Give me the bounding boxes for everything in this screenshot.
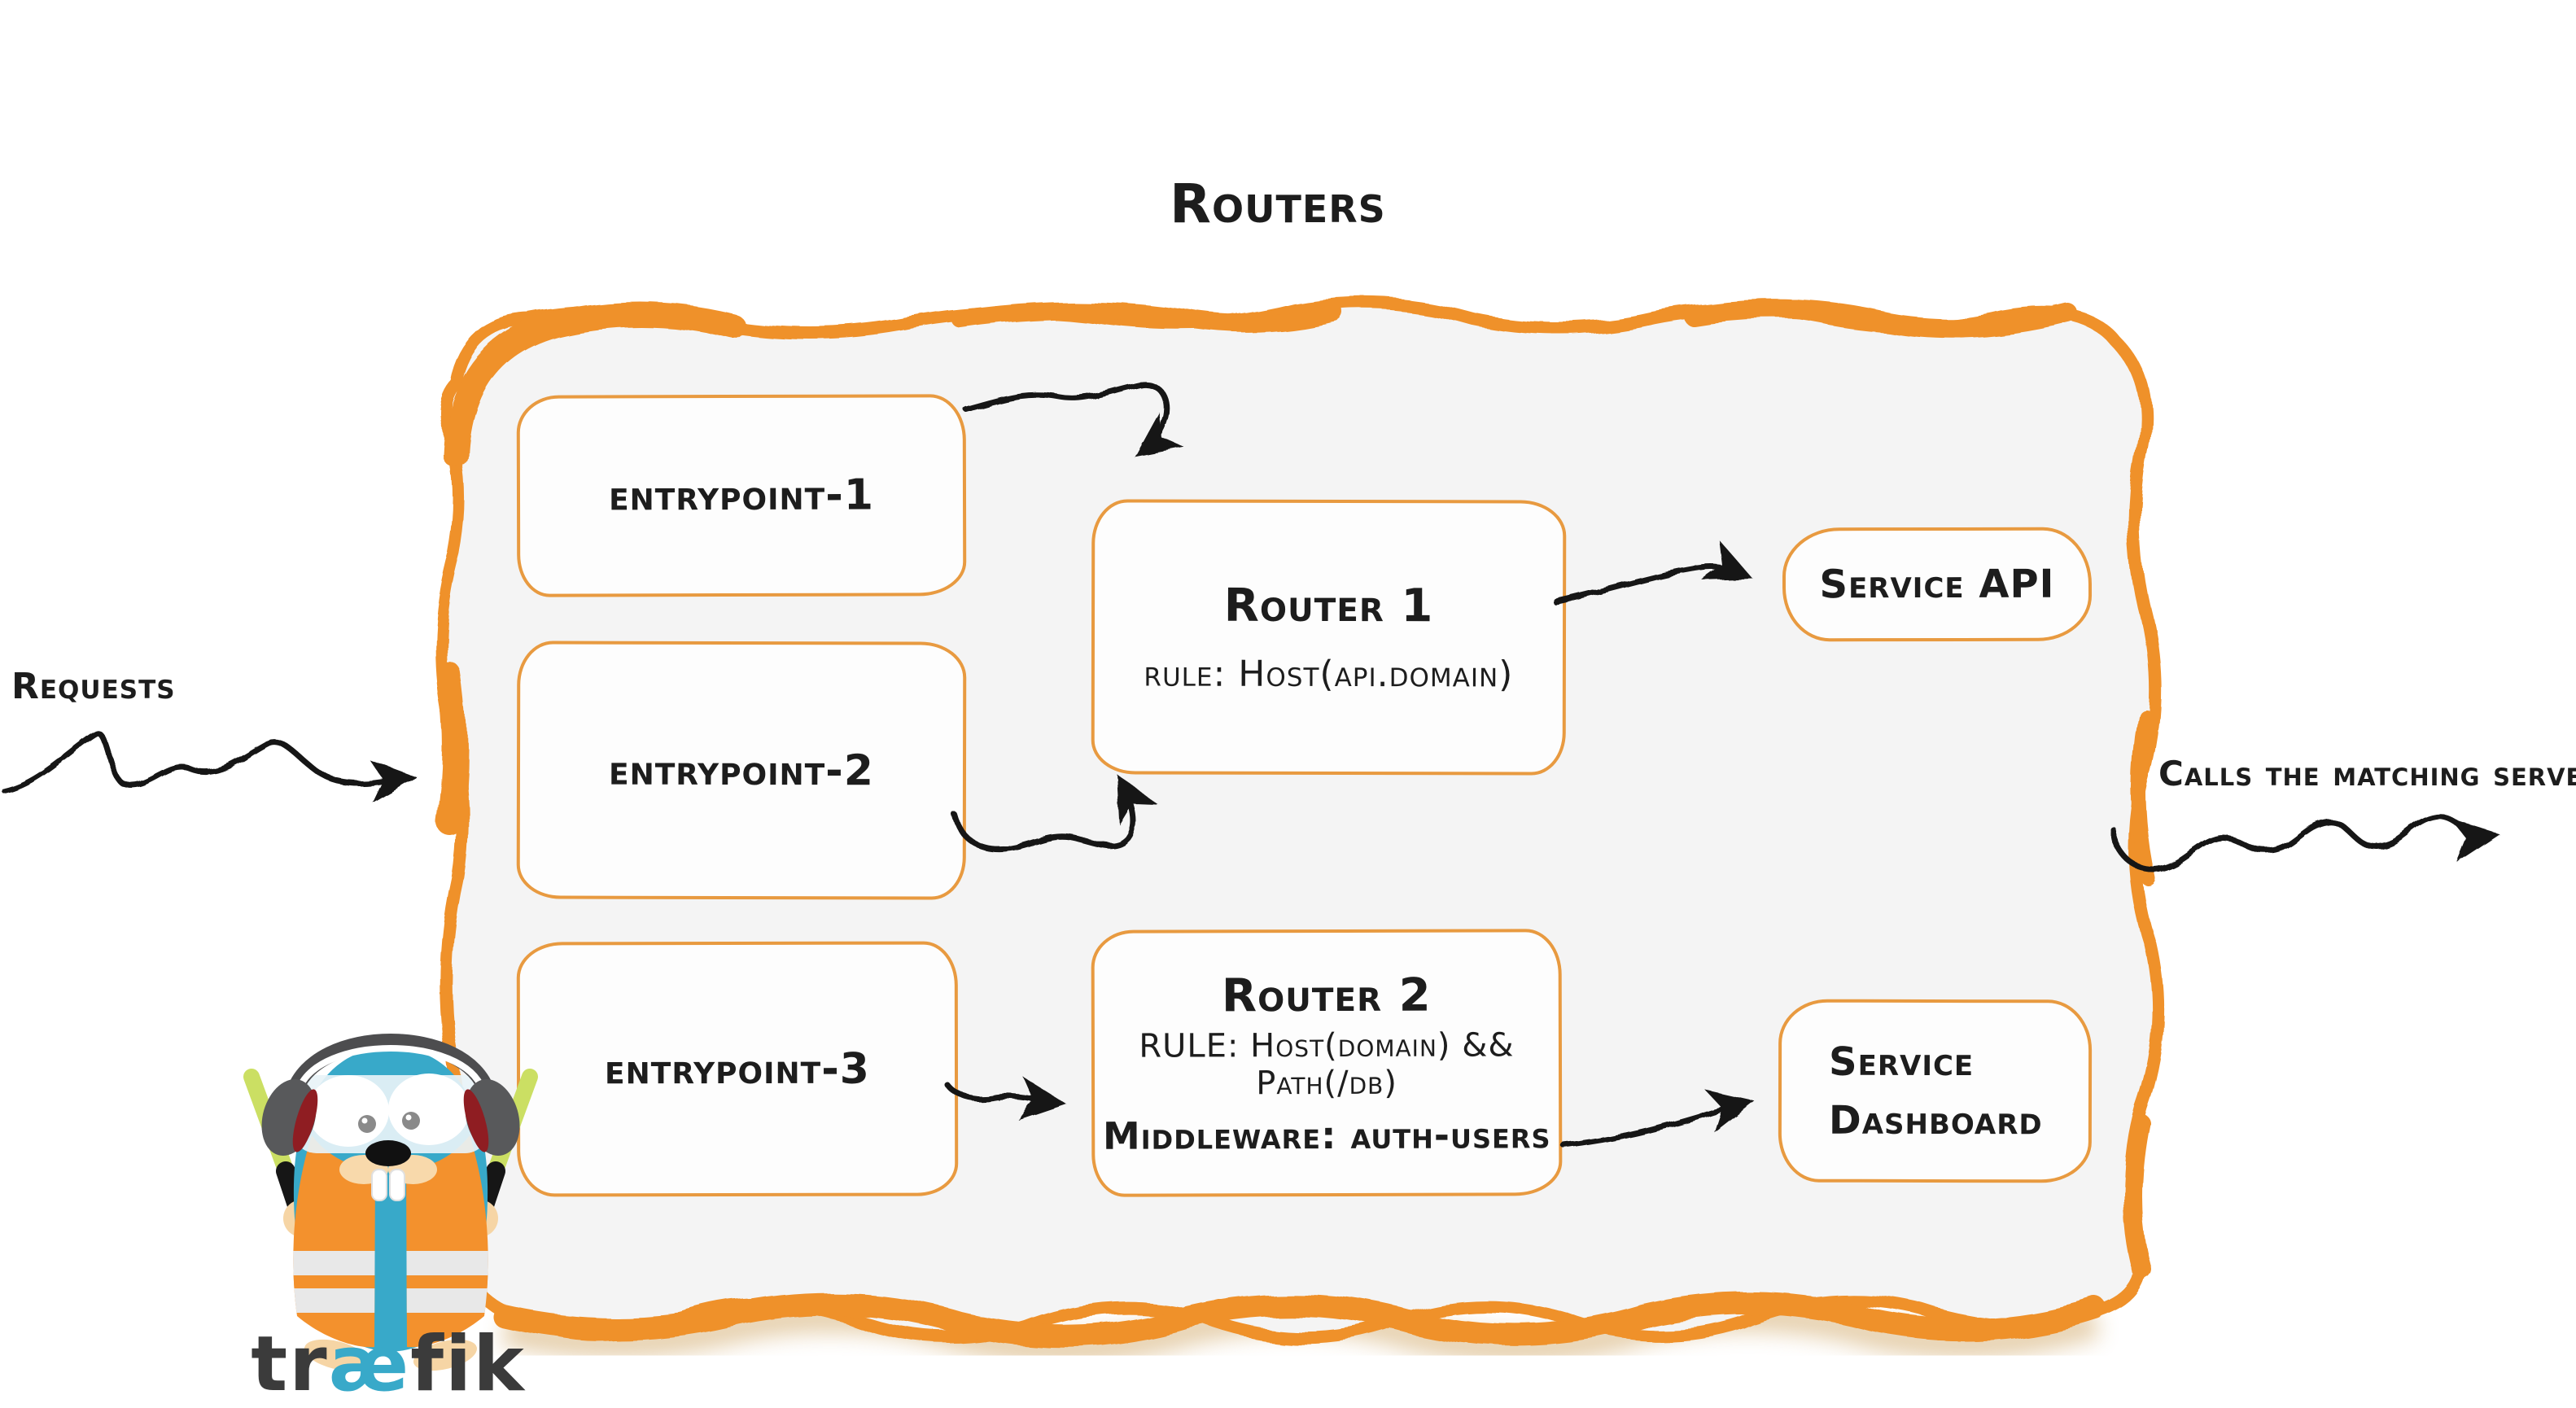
arrow-entrypoint2-to-router1 [951, 773, 1158, 852]
entrypoint-3-label: entrypoint-3 [604, 1044, 871, 1094]
requests-label: Requests [11, 666, 176, 707]
arrow-entrypoint1-to-router1 [963, 380, 1185, 457]
router-1-title: Router 1 [1223, 579, 1434, 633]
gopher-muzzle [339, 1140, 437, 1201]
service-dashboard-line2: Dashboard [1828, 1097, 2043, 1143]
entrypoint-2-box: entrypoint-2 [516, 641, 967, 900]
entrypoint-1-box: entrypoint-1 [516, 394, 967, 597]
router-2-rule: RULE: Host(domain) && Path(/db) [1139, 1025, 1515, 1102]
headphones [261, 1034, 520, 1156]
page-title: Routers [1170, 173, 1386, 235]
router-2-middleware: Middleware: auth-users [1102, 1112, 1551, 1158]
arrow-router1-to-service-api [1553, 540, 1753, 606]
router-1-box: Router 1 rule: Host(api.domain) [1091, 499, 1567, 776]
service-dashboard-box: Service Dashboard [1778, 999, 2093, 1183]
router-2-title: Router 2 [1221, 969, 1432, 1022]
gopher-body [293, 1047, 488, 1352]
arrow-requests-into-container [2, 730, 418, 803]
gopher-hands [283, 1200, 498, 1237]
entrypoint-3-box: entrypoint-3 [516, 941, 959, 1197]
router-1-rule: rule: Host(api.domain) [1144, 653, 1514, 696]
service-dashboard-label: Service Dashboard [1829, 1032, 2043, 1150]
traefik-wordmark: træfik [238, 1320, 539, 1408]
service-api-label: Service API [1819, 561, 2055, 608]
arrow-entrypoint3-to-router2 [943, 1077, 1067, 1121]
arrow-calls-matching-server [2109, 814, 2499, 872]
gopher-eyes [308, 1073, 470, 1147]
wordmark-suffix: fik [410, 1320, 526, 1408]
entrypoint-2-label: entrypoint-2 [608, 746, 875, 795]
marshalling-batons [243, 1069, 538, 1220]
calls-matching-server-label: Calls the matching server [2158, 754, 2576, 794]
wordmark-prefix: tr [251, 1320, 329, 1408]
service-api-box: Service API [1782, 527, 2093, 642]
wordmark-ae: æ [328, 1320, 411, 1408]
service-dashboard-line1: Service [1829, 1039, 1975, 1085]
container-bottom-shadow [501, 1301, 2101, 1365]
router-2-box: Router 2 RULE: Host(domain) && Path(/db)… [1091, 929, 1563, 1197]
goggles [292, 1075, 489, 1153]
arrow-router2-to-service-dashboard [1561, 1090, 1756, 1149]
entrypoint-1-label: entrypoint-1 [608, 470, 875, 521]
